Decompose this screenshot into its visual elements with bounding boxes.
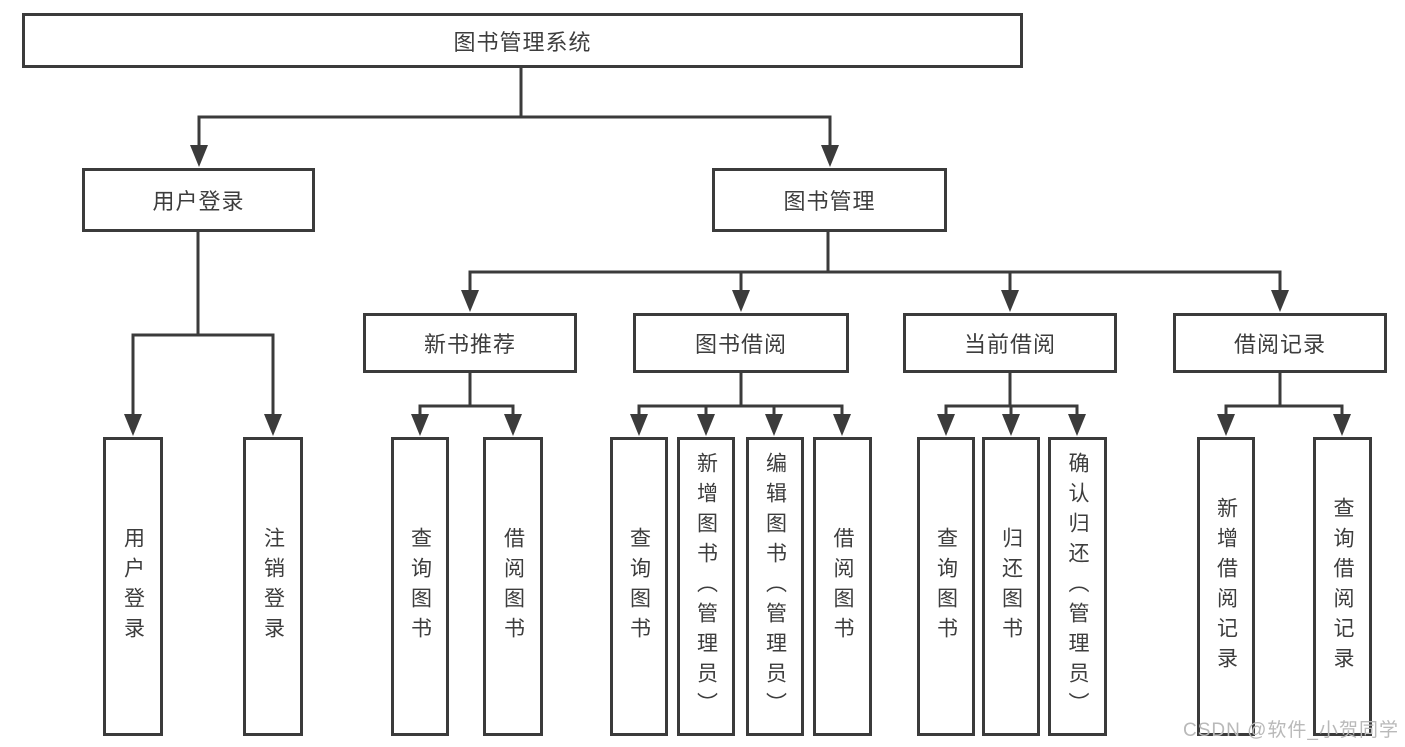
node-borrow-books: 借阅图书: [813, 437, 872, 736]
node-user-login-leaf: 用户登录: [103, 437, 163, 736]
arrowhead-icon: [765, 414, 783, 436]
arrowhead-icon: [697, 414, 715, 436]
node-current-borrowing: 当前借阅: [903, 313, 1117, 373]
arrowhead-icon: [190, 145, 208, 167]
tree-edges: [131, 66, 1344, 416]
edge-bookmgmt-to-level3: [468, 231, 1282, 292]
arrowhead-icon: [732, 290, 750, 312]
node-query-books-recommend: 查询图书: [391, 437, 449, 736]
node-query-books-borrowing: 查询图书: [610, 437, 668, 736]
arrowhead-icon: [504, 414, 522, 436]
arrowheads: [124, 145, 1351, 436]
edge-userlogin-to-children: [131, 231, 275, 416]
node-borrowing-records: 借阅记录: [1173, 313, 1387, 373]
node-confirm-return-admin: 确认归还（管理员）: [1048, 437, 1107, 736]
arrowhead-icon: [1333, 414, 1351, 436]
arrowhead-icon: [833, 414, 851, 436]
arrowhead-icon: [264, 414, 282, 436]
node-borrow-books-recommend: 借阅图书: [483, 437, 543, 736]
edge-currborrow-to-children: [944, 372, 1079, 416]
arrowhead-icon: [1068, 414, 1086, 436]
node-query-borrow-record: 查询借阅记录: [1313, 437, 1372, 736]
arrowhead-icon: [937, 414, 955, 436]
node-book-borrowing: 图书借阅: [633, 313, 849, 373]
edge-newbook-to-children: [418, 372, 515, 416]
node-user-login: 用户登录: [82, 168, 315, 232]
node-logout: 注销登录: [243, 437, 303, 736]
node-edit-book-admin: 编辑图书（管理员）: [746, 437, 804, 736]
arrowhead-icon: [1271, 290, 1289, 312]
arrowhead-icon: [411, 414, 429, 436]
node-query-books-current: 查询图书: [917, 437, 975, 736]
arrowhead-icon: [1001, 290, 1019, 312]
node-add-borrow-record: 新增借阅记录: [1197, 437, 1255, 736]
arrowhead-icon: [1217, 414, 1235, 436]
arrowhead-icon: [1002, 414, 1020, 436]
arrowhead-icon: [630, 414, 648, 436]
node-return-book: 归还图书: [982, 437, 1040, 736]
node-add-book-admin: 新增图书（管理员）: [677, 437, 735, 736]
edge-root-to-level2: [197, 66, 832, 147]
edge-borrowrec-to-children: [1224, 372, 1344, 416]
edge-bookborrow-to-children: [637, 372, 844, 416]
node-new-book-recommendation: 新书推荐: [363, 313, 577, 373]
arrowhead-icon: [461, 290, 479, 312]
arrowhead-icon: [124, 414, 142, 436]
watermark: CSDN @软件_小贺同学: [1183, 720, 1399, 741]
node-library-management-system: 图书管理系统: [22, 13, 1023, 68]
node-book-management: 图书管理: [712, 168, 947, 232]
arrowhead-icon: [821, 145, 839, 167]
